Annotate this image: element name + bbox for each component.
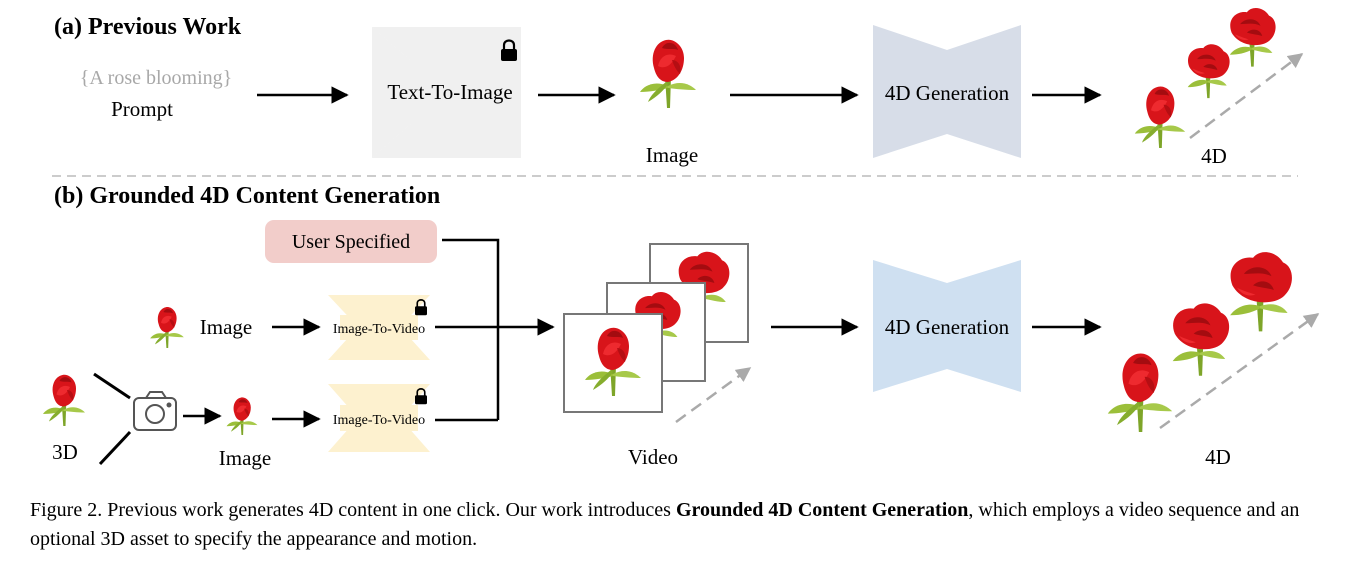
4d-generation-block-b bbox=[873, 260, 1021, 392]
time-axis-b bbox=[1159, 312, 1320, 430]
panel-b-title: (b) Grounded 4D Content Generation bbox=[54, 183, 440, 209]
caption-prefix: Figure 2. Previous work generates 4D con… bbox=[30, 499, 676, 521]
rose-4d-a-1 bbox=[1134, 86, 1186, 148]
user-specified-box bbox=[265, 220, 437, 263]
video-label: Video bbox=[628, 445, 678, 469]
rose-image-b-bottom bbox=[226, 397, 258, 435]
prompt-text: {A rose blooming} bbox=[80, 67, 233, 89]
user-specified-label: User Specified bbox=[292, 231, 410, 253]
output-label-b: 4D bbox=[1205, 445, 1231, 469]
i2v-label-bottom: Image-To-Video bbox=[333, 413, 425, 428]
connector-user-specified bbox=[442, 238, 500, 420]
time-axis-video bbox=[675, 366, 752, 424]
panel-a-title: (a) Previous Work bbox=[54, 14, 242, 40]
i2v-label-top: Image-To-Video bbox=[333, 322, 425, 337]
rose-4d-b-3 bbox=[1230, 252, 1292, 332]
time-axis-a bbox=[1189, 53, 1304, 139]
figure-caption: Figure 2. Previous work generates 4D con… bbox=[30, 496, 1325, 554]
text-to-image-label: Text-To-Image bbox=[387, 80, 512, 104]
4d-generation-block-a bbox=[873, 25, 1021, 158]
figure-2: (a) Previous Work {A rose blooming} Prom… bbox=[43, 8, 1320, 470]
caption-bold: Grounded 4D Content Generation bbox=[675, 499, 969, 521]
image-label-b-top: Image bbox=[200, 315, 252, 339]
ray-lower bbox=[98, 430, 132, 466]
3d-label: 3D bbox=[52, 440, 78, 464]
rose-3d-asset bbox=[43, 374, 85, 426]
rose-image-b-top bbox=[150, 307, 184, 348]
image-label-a: Image bbox=[646, 143, 698, 167]
camera-icon bbox=[133, 391, 177, 431]
i2v-top-waist bbox=[340, 315, 418, 340]
rose-image-a bbox=[640, 39, 696, 108]
4d-generation-label-b: 4D Generation bbox=[885, 315, 1010, 339]
rose-4d-a-2 bbox=[1187, 44, 1230, 99]
rose-4d-b-2 bbox=[1172, 303, 1230, 376]
rose-4d-b-1 bbox=[1107, 353, 1173, 432]
image-label-b-bottom: Image bbox=[219, 446, 271, 470]
output-label-a: 4D bbox=[1201, 144, 1227, 168]
t2i-waist bbox=[400, 60, 494, 124]
rose-4d-a-3 bbox=[1229, 8, 1276, 67]
4d-generation-label-a: 4D Generation bbox=[885, 81, 1010, 105]
caption-suffix: , which employs a video sequence and an … bbox=[30, 499, 1300, 550]
prompt-label: Prompt bbox=[111, 97, 173, 121]
ray-upper bbox=[93, 372, 131, 400]
i2v-bottom-waist bbox=[340, 405, 418, 431]
